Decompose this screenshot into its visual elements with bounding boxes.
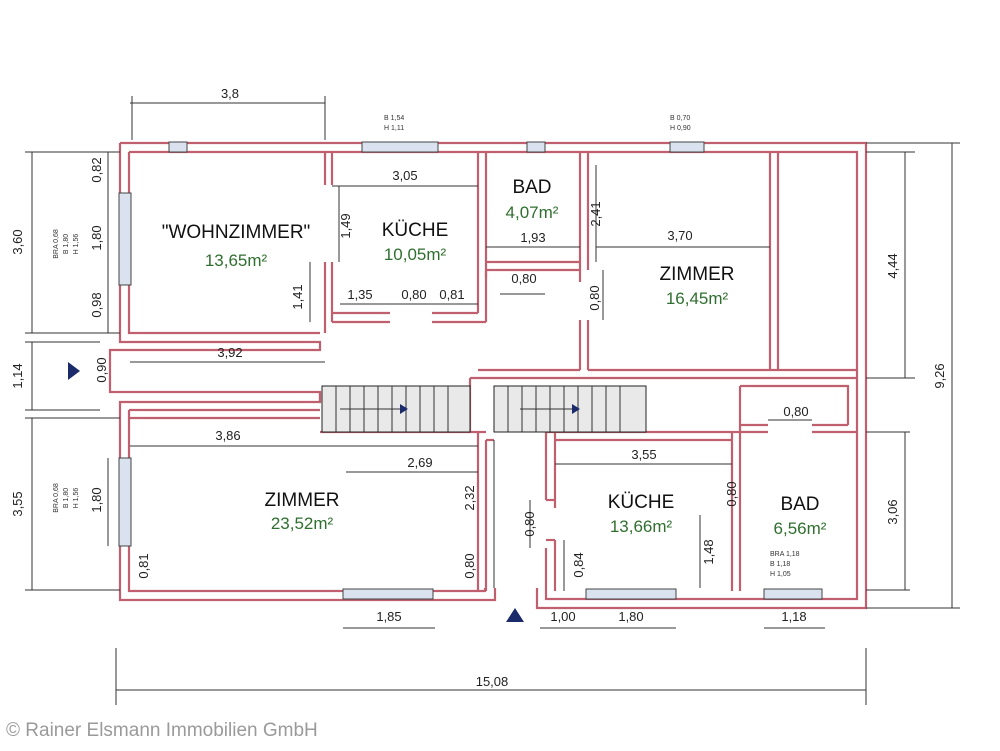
window-note: B 1,54 xyxy=(384,115,404,122)
window-note: B 1,80 xyxy=(63,234,70,254)
dim-label: 3,86 xyxy=(215,428,240,443)
window-note: H 1,56 xyxy=(73,488,80,509)
window-note: BRA 0,68 xyxy=(53,483,60,513)
room-area-zimmer-bottom: 23,52m² xyxy=(271,514,334,533)
room-name-zimmer-bottom: ZIMMER xyxy=(265,490,340,511)
exterior-walls xyxy=(108,141,868,610)
dim-label: 3,8 xyxy=(221,86,239,101)
room-name-kueche-bottom: KÜCHE xyxy=(608,492,675,513)
dim-label: 1,49 xyxy=(338,213,353,238)
window-note: BRA 0,68 xyxy=(53,229,60,259)
dim-label: 0,84 xyxy=(571,552,586,577)
dim-label: 3,60 xyxy=(10,229,25,254)
room-area-wohnzimmer: 13,65m² xyxy=(205,251,268,270)
dim-label: 0,81 xyxy=(136,553,151,578)
room-area-bad-top: 4,07m² xyxy=(506,203,559,222)
dim-label: 0,80 xyxy=(462,553,477,578)
dim-label: 9,26 xyxy=(932,363,947,388)
dim-label: 0,80 xyxy=(724,481,739,506)
room-name-wohnzimmer: "WOHNZIMMER" xyxy=(162,222,311,243)
room-area-kueche-top: 10,05m² xyxy=(384,245,447,264)
window-note: H 1,11 xyxy=(384,125,404,132)
dim-label: 0,80 xyxy=(522,511,537,536)
room-area-bad-bottom: 6,56m² xyxy=(774,519,827,538)
dim-label: 1,48 xyxy=(701,539,716,564)
dim-label: 1,85 xyxy=(376,609,401,624)
dim-label: 3,05 xyxy=(392,168,417,183)
dim-label: 1,14 xyxy=(10,363,25,388)
window-bad-bottom xyxy=(763,588,823,600)
window-kueche-bottom xyxy=(585,588,677,600)
window-note: B 0,70 xyxy=(670,115,690,122)
dim-label: 1,00 xyxy=(550,609,575,624)
dim-label: 1,35 xyxy=(347,287,372,302)
copyright-notice: © Rainer Elsmann Immobilien GmbH xyxy=(6,720,318,741)
window-kueche-top xyxy=(361,141,439,153)
window-wohnzimmer-left xyxy=(118,192,132,286)
window-zimmer-top xyxy=(669,141,705,153)
dim-label: 4,44 xyxy=(885,253,900,278)
dim-label: 2,41 xyxy=(588,201,603,226)
stair-direction-arrow-icon xyxy=(572,404,580,414)
window-annotations: B 1,54 H 1,11 B 0,70 H 0,90 BRA 0,68 B 1… xyxy=(53,115,800,578)
dim-label: 3,92 xyxy=(217,345,242,360)
staircase-right xyxy=(493,385,647,433)
window-zimmer-left xyxy=(118,457,132,547)
dim-label: 0,82 xyxy=(89,157,104,182)
entrance-arrow-icon xyxy=(506,608,524,622)
dim-label: 1,80 xyxy=(89,225,104,250)
window-note: H 1,05 xyxy=(770,571,791,578)
dim-label: 0,90 xyxy=(94,357,109,382)
dim-label: 0,80 xyxy=(401,287,426,302)
window-zimmer-bottom xyxy=(342,588,434,600)
room-area-zimmer-top: 16,45m² xyxy=(666,289,729,308)
dim-label: 1,18 xyxy=(781,609,806,624)
room-name-bad-top: BAD xyxy=(512,177,551,198)
dim-label: 2,32 xyxy=(462,485,477,510)
dim-label: 15,08 xyxy=(476,674,509,689)
window-note: B 1,80 xyxy=(63,488,70,508)
window-note: B 1,18 xyxy=(770,561,790,568)
dimension-lines xyxy=(25,96,960,705)
entrance-arrow-icon xyxy=(68,362,80,380)
room-area-kueche-bottom: 13,66m² xyxy=(610,517,673,536)
interior-walls xyxy=(129,152,857,591)
dim-label: 3,70 xyxy=(667,228,692,243)
dim-label: 0,80 xyxy=(511,271,536,286)
dim-label: 0,98 xyxy=(89,292,104,317)
window-note: H 1,56 xyxy=(73,234,80,255)
stair-direction-arrow-icon xyxy=(400,404,408,414)
room-name-zimmer-top: ZIMMER xyxy=(660,264,735,285)
room-name-bad-bottom: BAD xyxy=(780,494,819,515)
dim-label: 1,93 xyxy=(520,230,545,245)
dimension-labels: 3,8 3,05 1,49 1,41 1,35 0,80 0,81 1,93 2… xyxy=(10,86,947,689)
window-note: H 0,90 xyxy=(670,125,691,132)
dim-label: 1,80 xyxy=(89,487,104,512)
window-bad-top xyxy=(526,141,546,153)
window-note: BRA 1,18 xyxy=(770,551,800,558)
staircase-left xyxy=(321,385,471,433)
dim-label: 1,80 xyxy=(618,609,643,624)
dim-label: 3,06 xyxy=(885,499,900,524)
dim-label: 1,41 xyxy=(290,284,305,309)
dim-label: 3,55 xyxy=(10,491,25,516)
room-name-kueche-top: KÜCHE xyxy=(382,220,449,241)
dim-label: 0,80 xyxy=(587,285,602,310)
dim-label: 0,81 xyxy=(439,287,464,302)
dim-label: 0,80 xyxy=(783,404,808,419)
dim-label: 2,69 xyxy=(407,455,432,470)
window-wohnzimmer-top xyxy=(168,141,188,153)
windows xyxy=(118,141,823,600)
dim-label: 3,55 xyxy=(631,447,656,462)
